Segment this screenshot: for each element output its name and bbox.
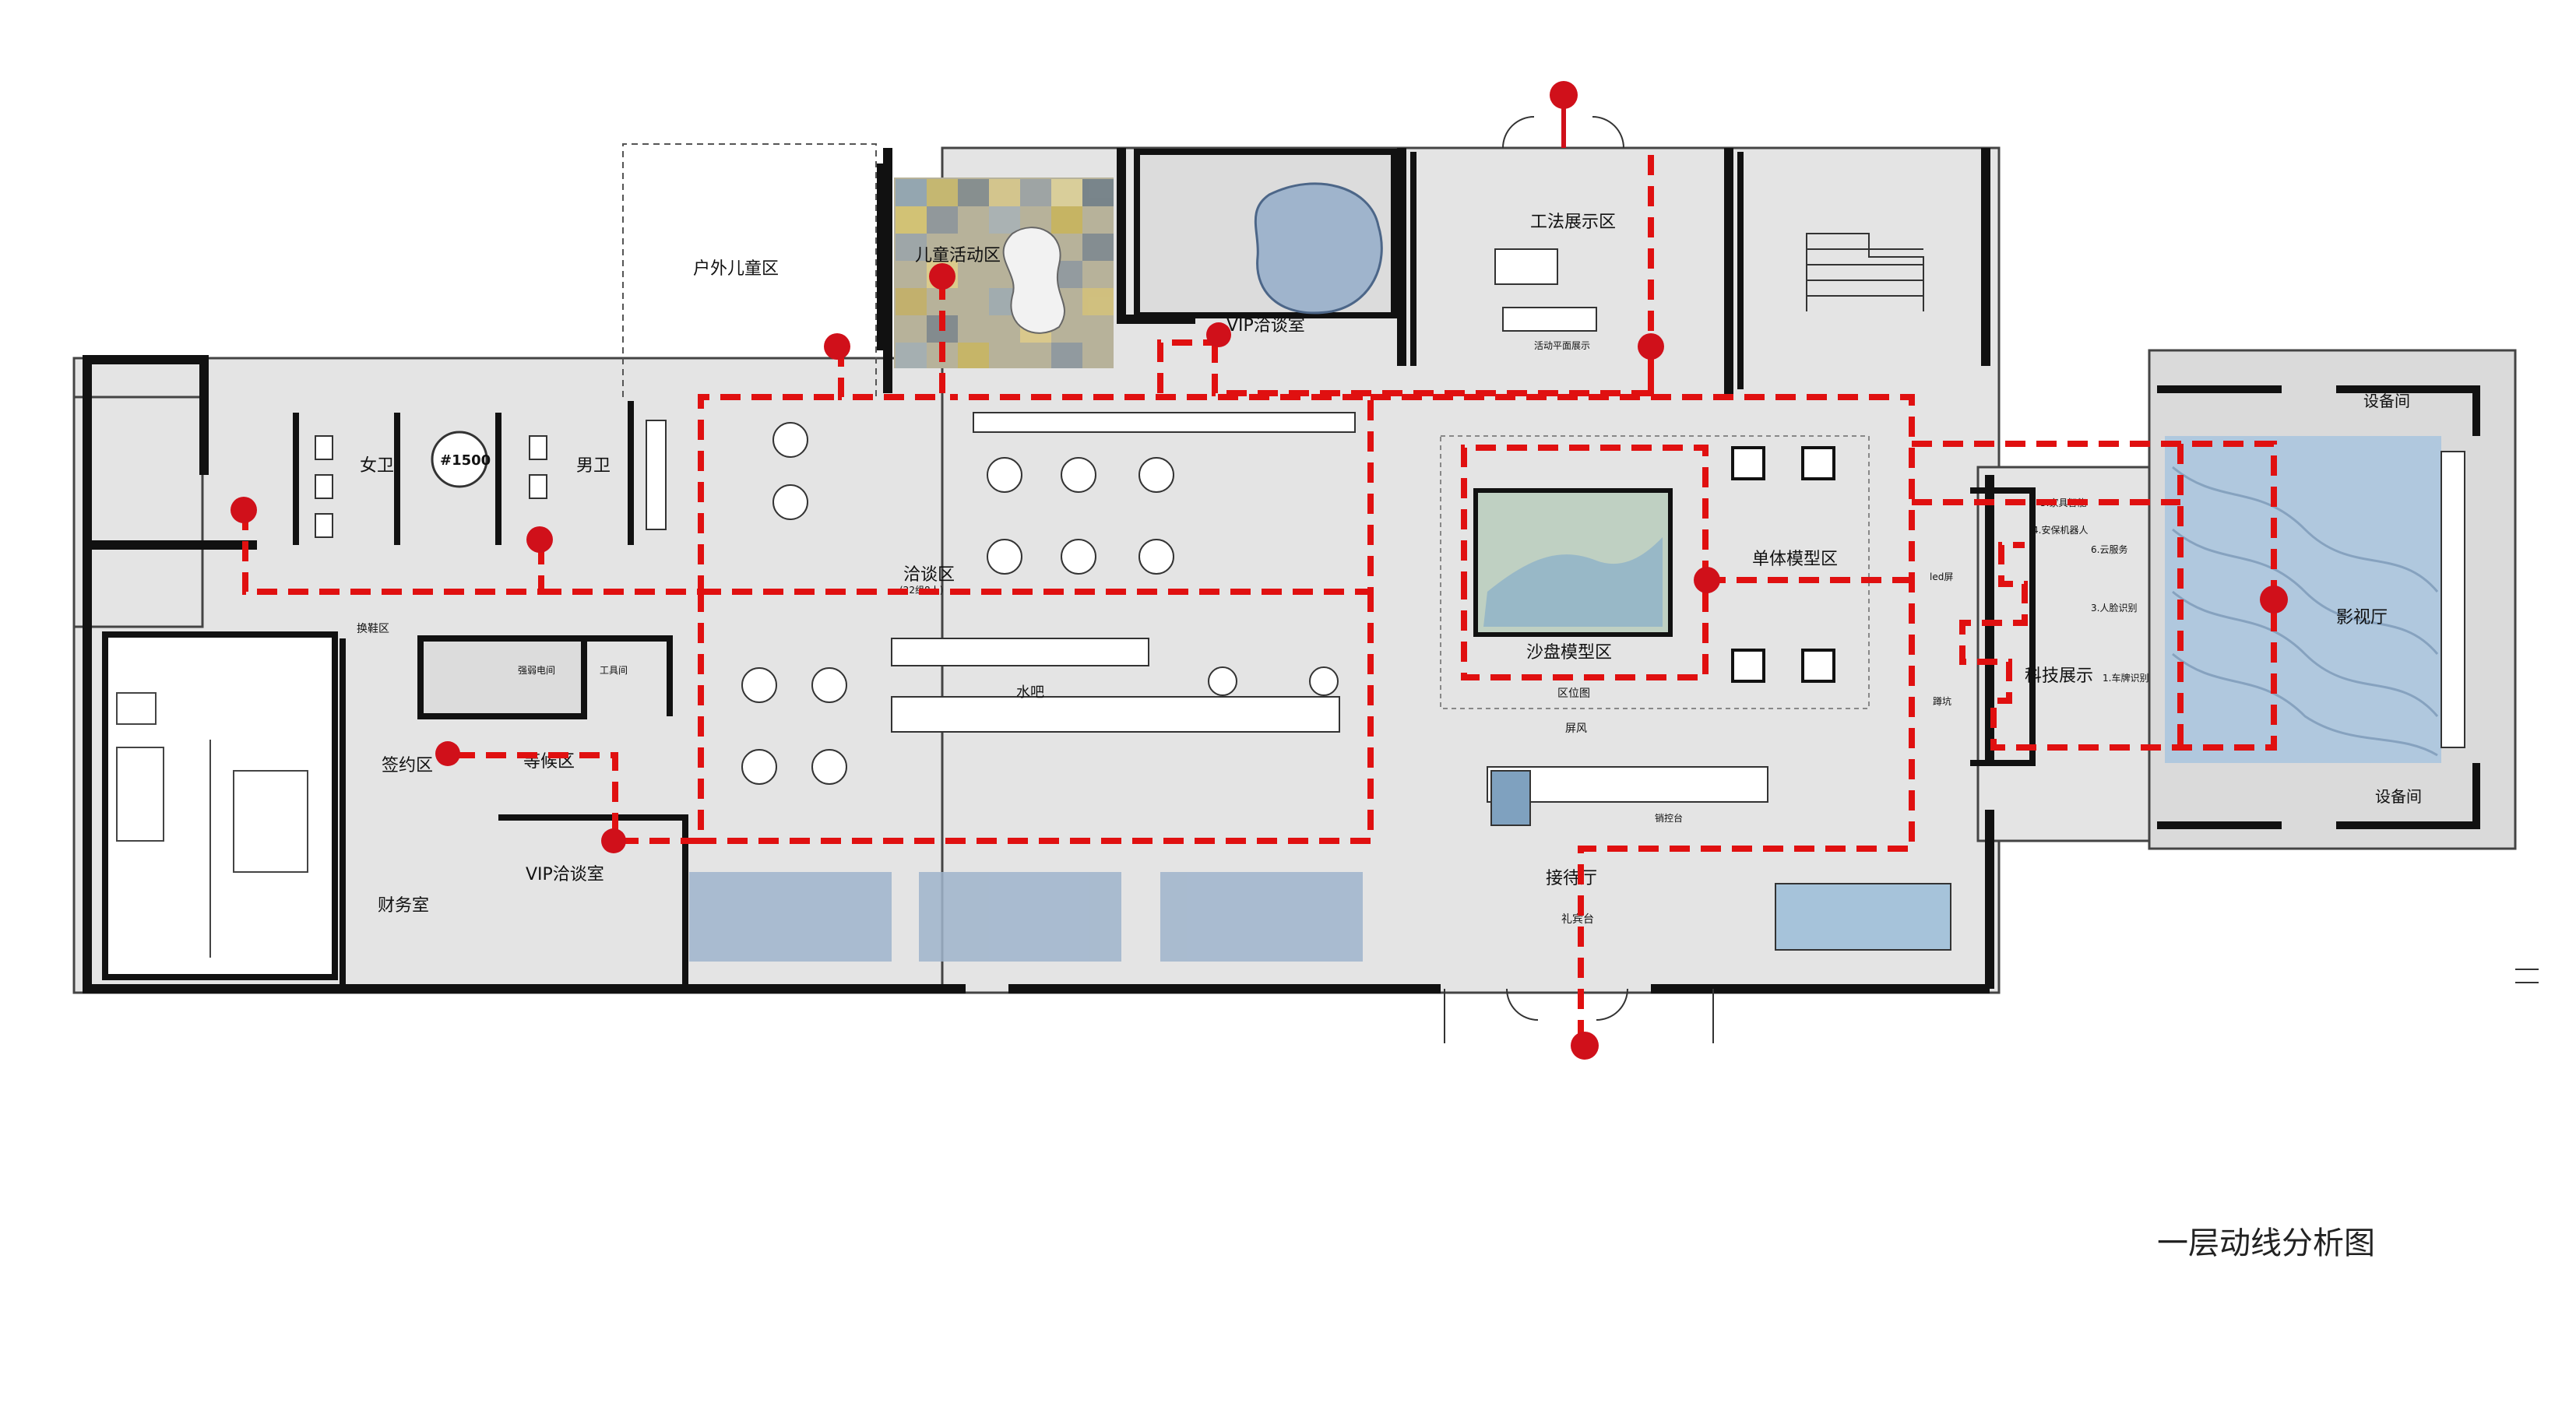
tech-item-1: 1.车牌识别 <box>2103 672 2148 684</box>
kids-activity-floor <box>894 178 1114 368</box>
partition-label: 区位图 <box>1557 687 1590 700</box>
sand-area-boundary <box>1440 435 1870 709</box>
etiquette-label: 礼宾台 <box>1561 913 1594 926</box>
stairs-top-right <box>1806 233 1924 311</box>
elec-label: 强弱电间 <box>518 665 555 676</box>
cinema-floor <box>2165 436 2441 763</box>
water-bar-island <box>891 696 1340 733</box>
equip-top-label: 设备间 <box>2363 392 2410 410</box>
men-wc-label: 男卫 <box>576 456 611 476</box>
diagram-title: 一层动线分析图 <box>2157 1225 2375 1261</box>
craft-counter <box>1502 307 1597 332</box>
entrance-doors <box>1444 116 1714 1043</box>
reception-desk-screen <box>1490 770 1531 826</box>
turning-circle-label: #1500 <box>440 452 491 469</box>
node-model <box>1694 567 1720 593</box>
route-nodes <box>231 81 2288 1060</box>
negotiation-label: 洽谈区 <box>903 565 955 585</box>
cinema-label: 影视厅 <box>2336 608 2388 628</box>
craft-sub-label: 活动平面展示 <box>1534 340 1590 351</box>
kids-activity-label: 儿童活动区 <box>915 246 1001 265</box>
equip-bottom-label: 设备间 <box>2375 787 2422 806</box>
tech-item-6: 6.云服务 <box>2091 543 2127 555</box>
reception-desk <box>1487 766 1768 803</box>
women-wc-label: 女卫 <box>360 456 394 476</box>
tech-item-3: 3.人脸识别 <box>2091 603 2137 614</box>
node-vip-top <box>1206 322 1231 347</box>
outdoor-kids-boundary <box>622 143 877 397</box>
node-outdoor <box>824 333 850 360</box>
sand-table-label: 沙盘模型区 <box>1526 643 1612 663</box>
tech-item-4: 4.安保机器人 <box>2032 524 2088 536</box>
node-cinema <box>2260 585 2288 614</box>
single-model-pedestals <box>1731 446 1835 683</box>
node-stair-left <box>231 497 257 523</box>
pit-label: 蹲坑 <box>1933 695 1951 707</box>
node-bottom-entrance <box>1571 1032 1599 1060</box>
sand-table-coast <box>1483 537 1663 627</box>
signing-label: 签约区 <box>382 756 433 775</box>
node-vip-bottom <box>601 828 626 853</box>
reception-desk-label: 销控台 <box>1655 812 1683 824</box>
vip-bottom-label: VIP洽谈室 <box>526 865 604 884</box>
bar-counter-top <box>973 412 1356 433</box>
node-kids <box>929 263 955 290</box>
cinema-pattern <box>2172 466 2439 757</box>
toilet-stalls <box>315 420 667 538</box>
exterior-walls <box>83 148 1994 993</box>
finance-label: 财务室 <box>378 896 429 916</box>
cinema-walls <box>2157 385 2480 829</box>
craft-label: 工法展示区 <box>1530 213 1616 232</box>
reception-label: 接待厅 <box>1546 869 1597 888</box>
turning-circle <box>431 431 488 488</box>
vip-top-rug <box>1254 182 1383 315</box>
single-model-label: 单体模型区 <box>1752 550 1838 569</box>
circulation-routes <box>242 148 2277 1039</box>
node-wc <box>526 526 553 553</box>
craft-table <box>1494 248 1558 285</box>
node-craft <box>1638 333 1664 360</box>
tools-label: 工具间 <box>600 665 628 676</box>
office-room <box>116 692 308 958</box>
vip-top-label: VIP洽谈室 <box>1226 316 1305 336</box>
screen-label: 屏风 <box>1565 723 1587 735</box>
cinema-screen <box>2441 451 2465 748</box>
tech-label: 科技展示 <box>2025 666 2093 686</box>
node-signing <box>435 741 460 766</box>
outdoor-kids-label: 户外儿童区 <box>693 259 779 279</box>
led-label: led屏 <box>1930 571 1953 582</box>
vip-bottom-rugs <box>689 872 1363 962</box>
dining-sets <box>741 422 1339 785</box>
shoes-label: 换鞋区 <box>357 622 389 635</box>
water-bar-label: 水吧 <box>1016 684 1044 701</box>
water-bar-counter <box>891 638 1149 666</box>
reception-led-panel <box>1775 883 1951 951</box>
